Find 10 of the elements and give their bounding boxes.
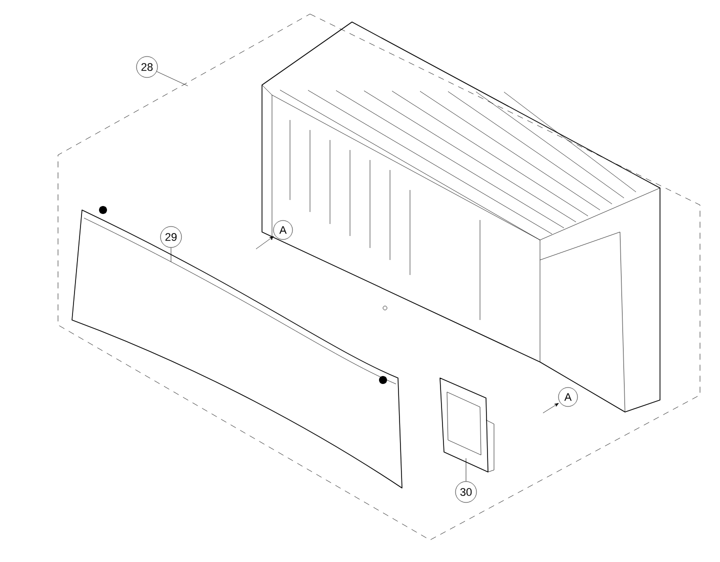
callout-number: 29 [160, 226, 182, 248]
front-panel-drawing [72, 206, 402, 488]
view-label: A [558, 387, 578, 407]
view-label: A [273, 220, 293, 240]
leader-line [156, 71, 188, 86]
callout-number: 28 [136, 56, 158, 78]
leader-line [170, 248, 172, 262]
bracket-drawing [440, 378, 494, 472]
callout-number: 30 [455, 481, 477, 503]
dashed-outline [58, 14, 700, 540]
